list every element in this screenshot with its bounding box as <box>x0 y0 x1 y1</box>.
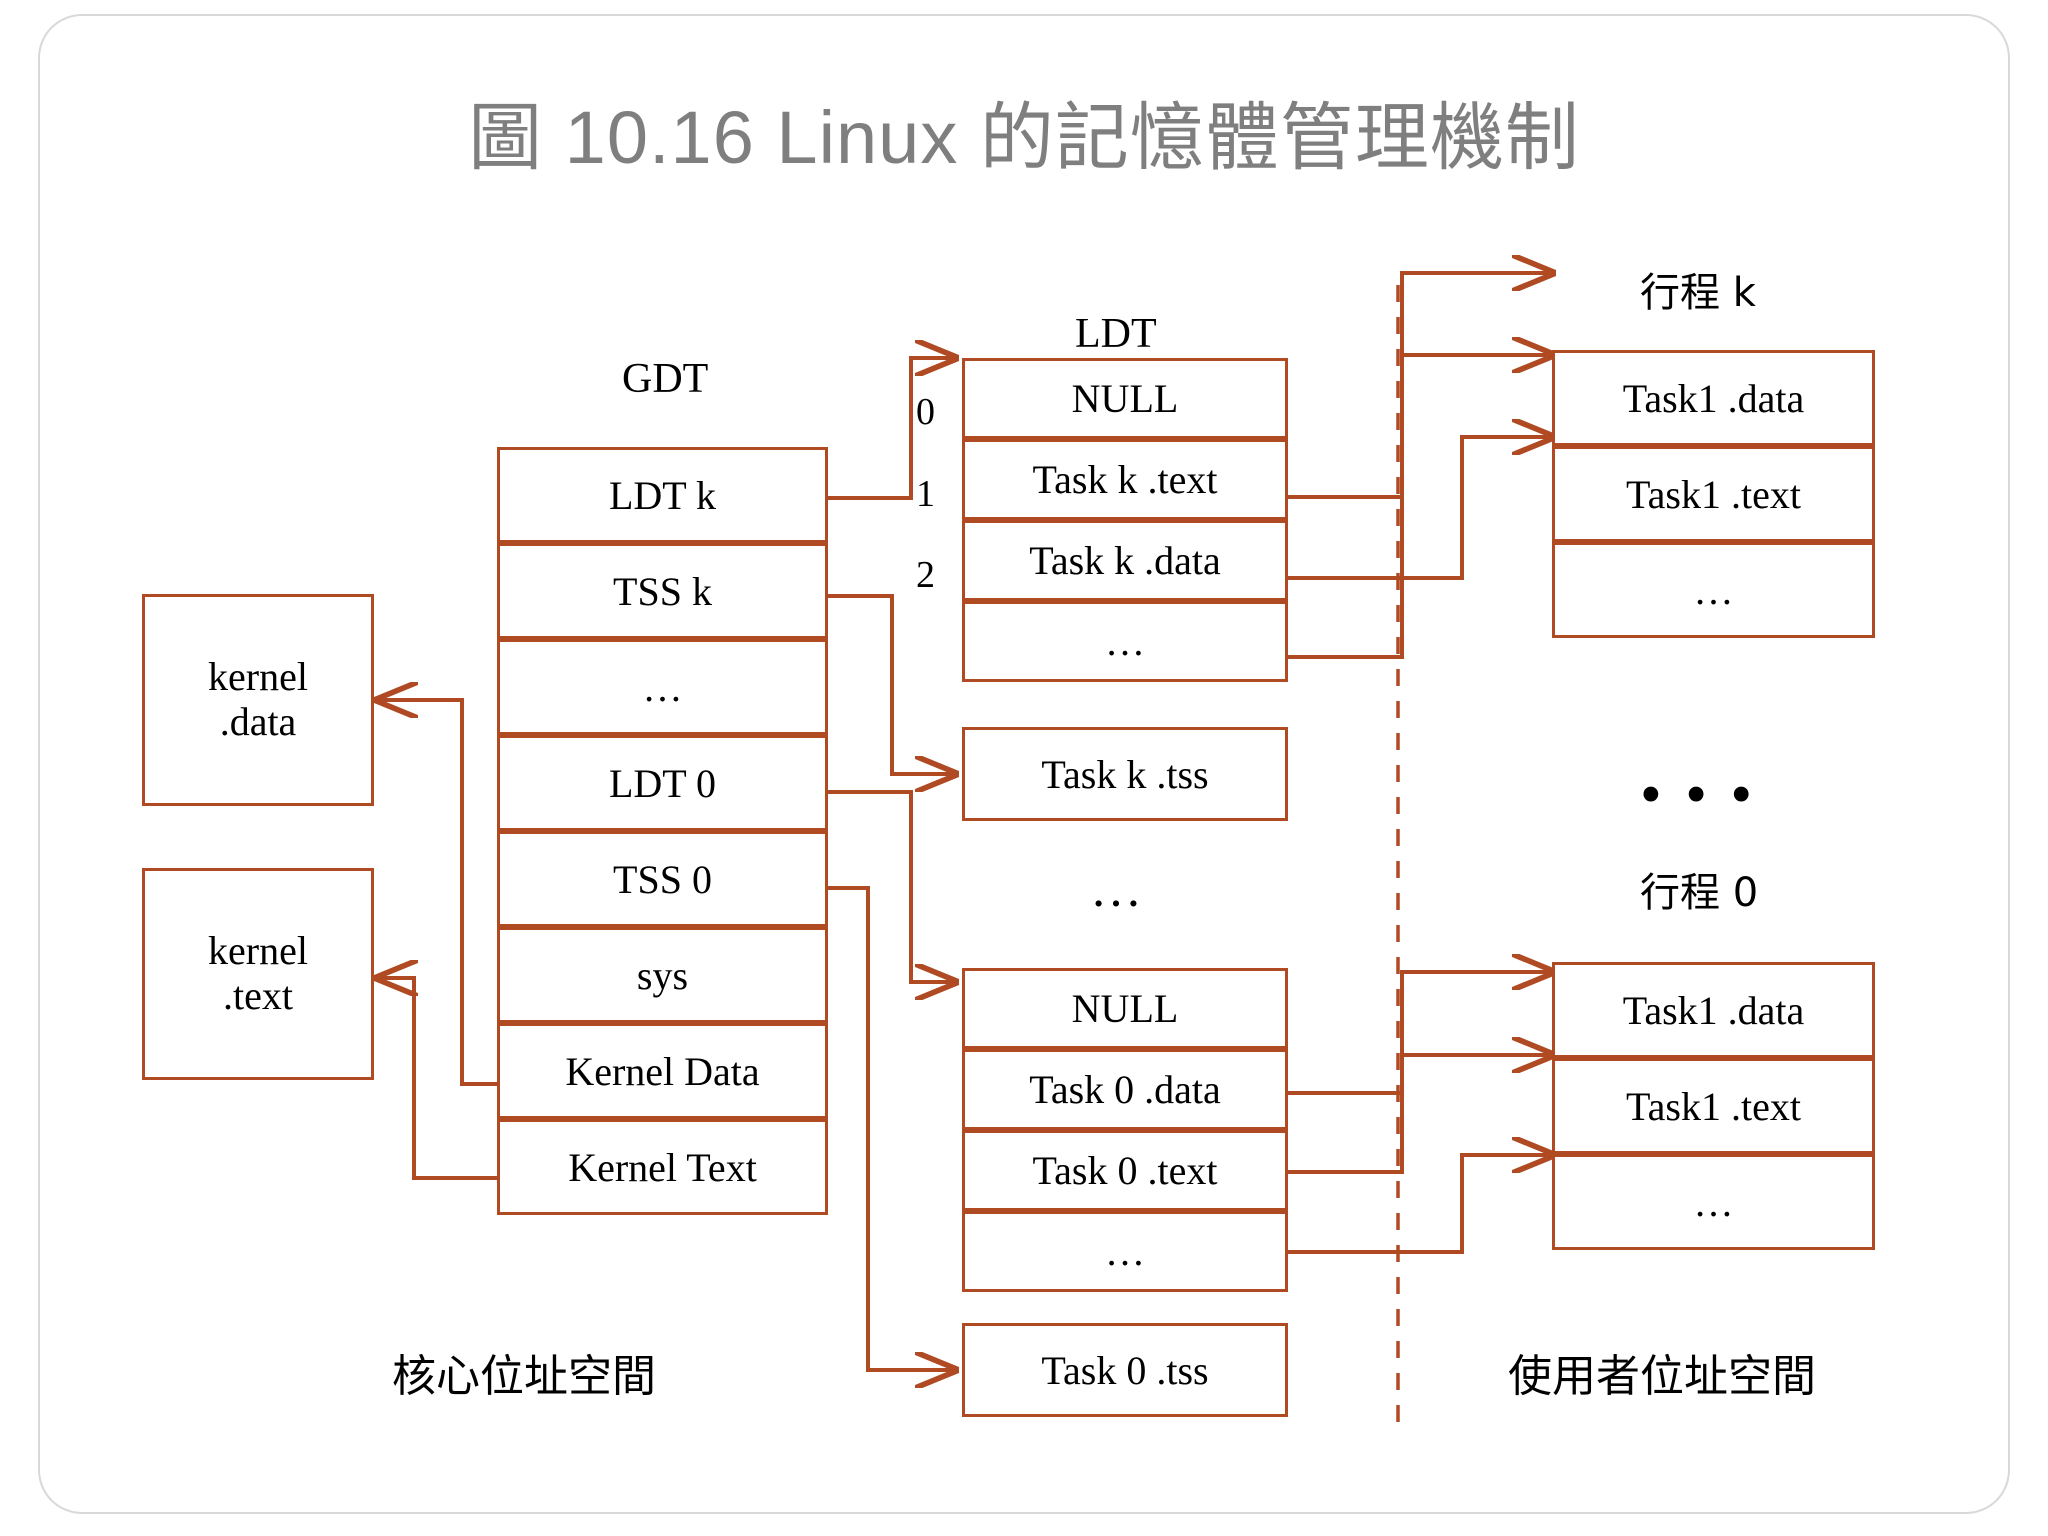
task-k-tss-box: Task k .tss <box>962 727 1288 821</box>
ldt-index-1: 1 <box>916 473 935 515</box>
ldt-middle-ellipsis: … <box>1090 861 1150 918</box>
ldt-0-row-null: NULL <box>962 968 1288 1049</box>
ldt-k-row-null: NULL <box>962 358 1288 439</box>
gdt-row-tss-k: TSS k <box>497 543 828 639</box>
ldt-0-row-task-text: Task 0 .text <box>962 1130 1288 1211</box>
kernel-text-line2: .text <box>223 973 293 1018</box>
process-k-row-text: Task1 .text <box>1552 446 1875 542</box>
ldt-k-row-task-text: Task k .text <box>962 439 1288 520</box>
gdt-row-ldt-k: LDT k <box>497 447 828 543</box>
gdt-row-tss-0: TSS 0 <box>497 831 828 927</box>
ldt-index-0: 0 <box>916 391 935 433</box>
process-0-row-text: Task1 .text <box>1552 1058 1875 1154</box>
process-k-row-data: Task1 .data <box>1552 350 1875 446</box>
ldt-index-2: 2 <box>916 554 935 596</box>
process-k-row-ellipsis: … <box>1552 542 1875 638</box>
ldt-header: LDT <box>1075 311 1157 357</box>
page-title: 圖 10.16 Linux 的記憶體管理機制 <box>468 96 1580 179</box>
kernel-space-label: 核心位址空間 <box>392 1351 656 1402</box>
gdt-header: GDT <box>622 356 709 402</box>
process-list-ellipsis: • • • <box>1640 761 1757 829</box>
user-space-label: 使用者位址空間 <box>1508 1351 1816 1402</box>
gdt-row-sys: sys <box>497 927 828 1023</box>
kernel-text-line1: kernel <box>208 928 308 974</box>
process-k-header: 行程 k <box>1640 270 1756 316</box>
kernel-data-box: kernel .data <box>142 594 374 806</box>
ldt-k-row-ellipsis: … <box>962 601 1288 682</box>
ldt-k-row-task-data: Task k .data <box>962 520 1288 601</box>
ldt-0-row-ellipsis: … <box>962 1211 1288 1292</box>
ldt-0-row-task-data: Task 0 .data <box>962 1049 1288 1130</box>
gdt-row-kernel-text: Kernel Text <box>497 1119 828 1215</box>
process-0-row-ellipsis: … <box>1552 1154 1875 1250</box>
kernel-text-box: kernel .text <box>142 868 374 1080</box>
process-0-header: 行程 0 <box>1640 870 1759 916</box>
gdt-row-kernel-data: Kernel Data <box>497 1023 828 1119</box>
gdt-row-ellipsis: … <box>497 639 828 735</box>
kernel-data-line2: .data <box>219 699 297 744</box>
process-0-row-data: Task1 .data <box>1552 962 1875 1058</box>
task-0-tss-box: Task 0 .tss <box>962 1323 1288 1417</box>
kernel-data-line1: kernel <box>208 654 308 700</box>
gdt-row-ldt-0: LDT 0 <box>497 735 828 831</box>
